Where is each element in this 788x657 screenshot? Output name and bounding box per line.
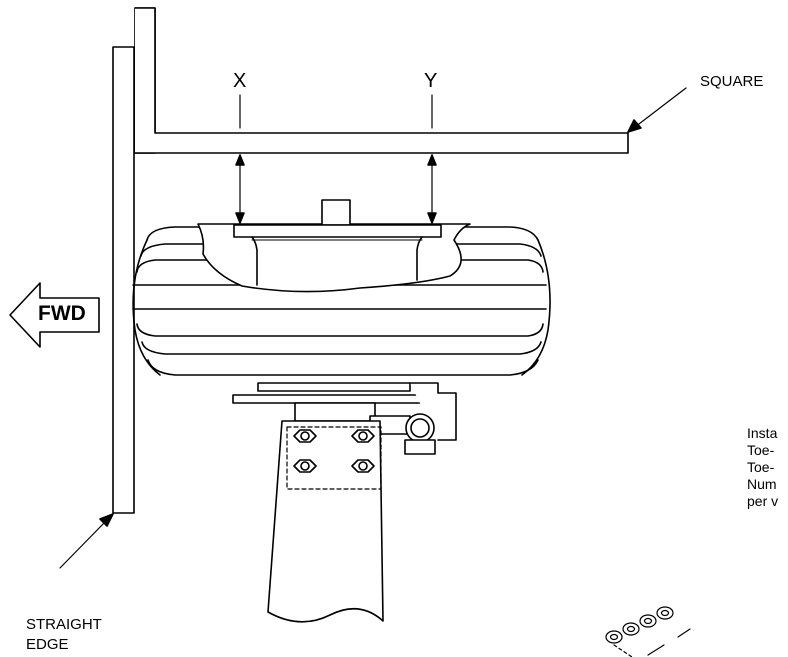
note-line: Toe-	[747, 459, 775, 475]
label-square: SQUARE	[700, 73, 764, 90]
note-line: Num	[747, 476, 777, 492]
label-x: X	[233, 70, 247, 92]
note-line: per v	[747, 493, 779, 509]
straight-edge	[112, 46, 135, 514]
bolt-heads	[293, 429, 375, 473]
carpenter-square	[134, 7, 629, 154]
wheel-hub	[233, 199, 442, 286]
cutaway-break	[197, 223, 471, 293]
note-line: Insta	[747, 425, 778, 441]
straight-edge-leader	[59, 513, 114, 569]
label-edge: EDGE	[26, 636, 69, 653]
note-block: Insta Toe- Toe- Num per v	[747, 425, 778, 510]
steering-knuckle	[267, 420, 384, 623]
axle-mount	[232, 382, 457, 455]
note-line: Toe-	[747, 442, 775, 458]
square-leader	[627, 87, 687, 133]
measure-arrow-y	[427, 94, 437, 224]
label-fwd: FWD	[38, 302, 86, 325]
label-straight: STRAIGHT	[26, 616, 102, 633]
shim-stack	[605, 606, 691, 657]
label-y: Y	[424, 70, 438, 92]
forward-arrow	[9, 282, 100, 348]
measure-arrow-x	[235, 94, 245, 224]
